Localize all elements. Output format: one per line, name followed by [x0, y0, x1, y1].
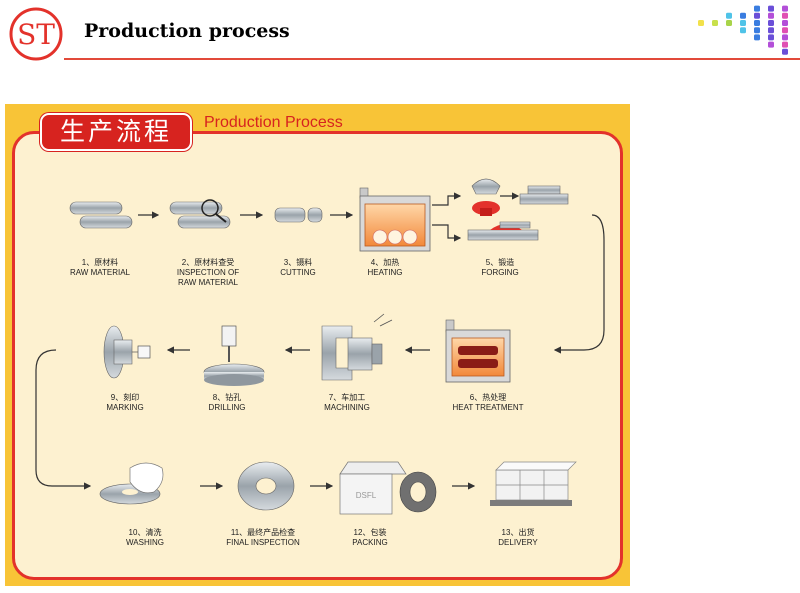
- packing-icon: DSFL: [339, 461, 437, 515]
- marking-icon: [103, 325, 151, 379]
- cutting-icon: [274, 207, 323, 223]
- forging-icon: [467, 178, 539, 241]
- arrow-4-5a: [432, 192, 462, 206]
- diagram-title-en: Production Process: [204, 114, 343, 131]
- machining-icon: [321, 313, 393, 381]
- forged-blank-icon: [519, 185, 569, 205]
- inspection-icon: [169, 199, 231, 229]
- arrow-4-5b: [432, 224, 462, 242]
- heat-treatment-icon: [445, 319, 511, 383]
- raw-material-icon: [69, 201, 133, 229]
- connector-row2-row3: [35, 349, 92, 490]
- header-rule: [64, 58, 800, 60]
- logo-text: ST: [17, 18, 55, 51]
- box-label: DSFL: [356, 491, 377, 500]
- company-logo: ST: [9, 7, 63, 61]
- delivery-icon: [490, 461, 577, 506]
- washing-icon: [99, 462, 164, 505]
- final-inspection-icon: [237, 461, 295, 511]
- page-title: Production process: [84, 20, 290, 42]
- diagram-title-cn: 生产流程: [40, 113, 192, 151]
- heating-furnace-icon: [359, 187, 431, 252]
- decorative-dots-icon: [698, 5, 788, 55]
- drilling-icon: [203, 325, 265, 386]
- connector-row1-row2: [553, 214, 605, 354]
